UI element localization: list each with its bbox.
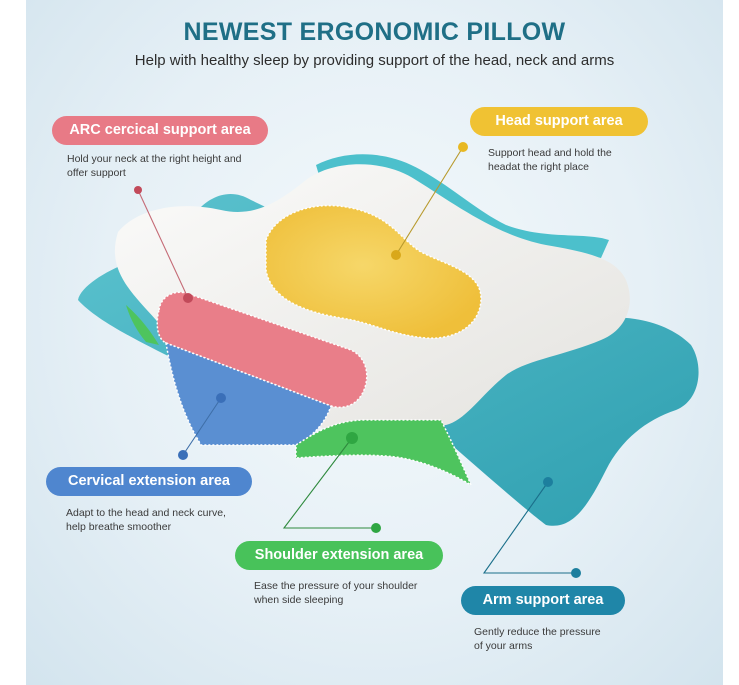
- arm-connector-dot-end: [571, 568, 581, 578]
- arm-support-label: Arm support area: [461, 586, 625, 615]
- page-title: NEWEST ERGONOMIC PILLOW: [183, 18, 566, 46]
- cervical-connector-line: [182, 397, 222, 456]
- head-connector-line: [395, 146, 464, 256]
- head-support-label: Head support area: [470, 107, 648, 136]
- pillow-illustration: [78, 142, 699, 578]
- page-subtitle: Help with healthy sleep by providing sup…: [134, 52, 615, 69]
- shoulder-extension-description: Ease the pressure of your shoulder when …: [254, 580, 418, 606]
- arm-connector-line: [482, 481, 576, 574]
- head-support-zone: [265, 204, 482, 339]
- head-connector-dot-end: [391, 250, 401, 260]
- shoulder-extension-zone-left: [126, 305, 159, 345]
- arc-connector-dot-end: [183, 293, 193, 303]
- cervical-connector-dot-start: [216, 393, 226, 403]
- arc-support-zone: [156, 291, 368, 409]
- arc-support-label: ARC cercical support area: [52, 116, 268, 145]
- arc-connector-dot-start: [134, 186, 142, 194]
- head-connector-dot-start: [458, 142, 468, 152]
- cervical-connector-dot-end: [178, 450, 188, 460]
- shoulder-extension-label: Shoulder extension area: [235, 541, 443, 570]
- arc-support-description: Hold your neck at the right height and o…: [67, 153, 242, 179]
- shoulder-extension-zone: [295, 419, 473, 487]
- shoulder-connector-dot-end: [371, 523, 381, 533]
- head-support-description: Support head and hold the headat the rig…: [488, 147, 612, 173]
- arm-connector-dot-start: [543, 477, 553, 487]
- cervical-extension-description: Adapt to the head and neck curve, help b…: [66, 507, 226, 533]
- shoulder-connector-dot-start: [346, 432, 358, 444]
- product-infographic: NEWEST ERGONOMIC PILLOW Help with health…: [26, 0, 723, 685]
- arc-connector-line: [137, 189, 189, 299]
- cervical-extension-label: Cervical extension area: [46, 467, 252, 496]
- arm-support-description: Gently reduce the pressure of your arms: [474, 626, 601, 652]
- shoulder-connector-line: [282, 437, 376, 529]
